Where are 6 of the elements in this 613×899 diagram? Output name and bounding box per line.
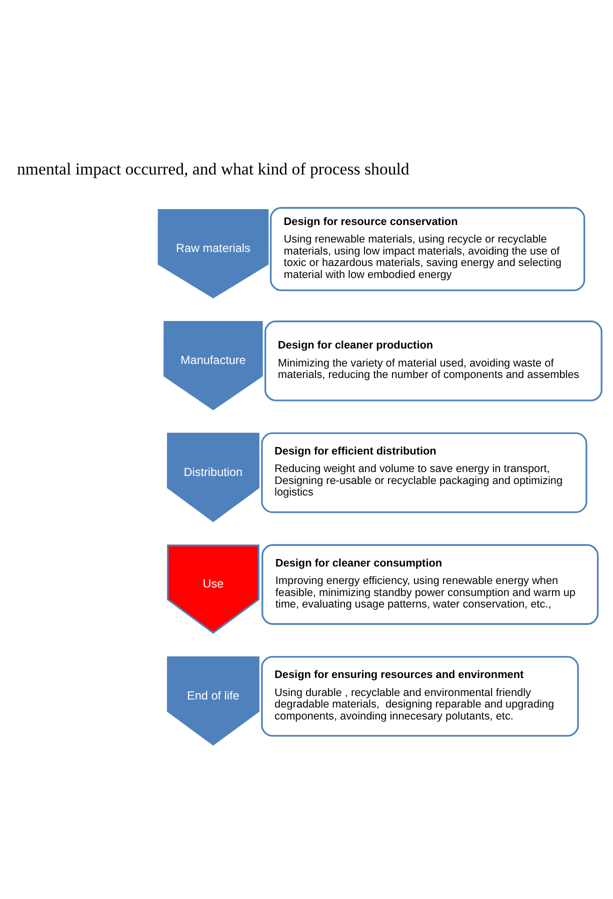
label: nmental impact occurred, and what kind of process should <box>17 159 410 178</box>
node-box: Design for ensuring resources and environment Using durable , recyclable and environmental friendly degradable materials, designing reparable and upgrading components, avoinding innecesary polutants, etc. <box>261 655 579 736</box>
node-box: Design for cleaner consumption Improving energy efficiency, using renewable energy when feasible, minimizing standby power consumption and warm up time, evaluating usage patterns, water conservation, etc., <box>262 544 599 624</box>
node-box: Design for efficient distribution Reducing weight and volume to save energy in transport, Designing re-usable or recyclable packaging and optimizing logistics <box>261 432 588 513</box>
node-box: Design for cleaner production Minimizing the variety of material used, avoiding waste of materials, reducing the number of components and assembles <box>264 320 602 401</box>
node-box: Design for resource conservation Using renewable materials, using recycle or recyclable materials, using low impact materials, avoiding the use of toxic or hazardous materials, saving energy and selecting material with low embodied energy <box>270 206 586 291</box>
